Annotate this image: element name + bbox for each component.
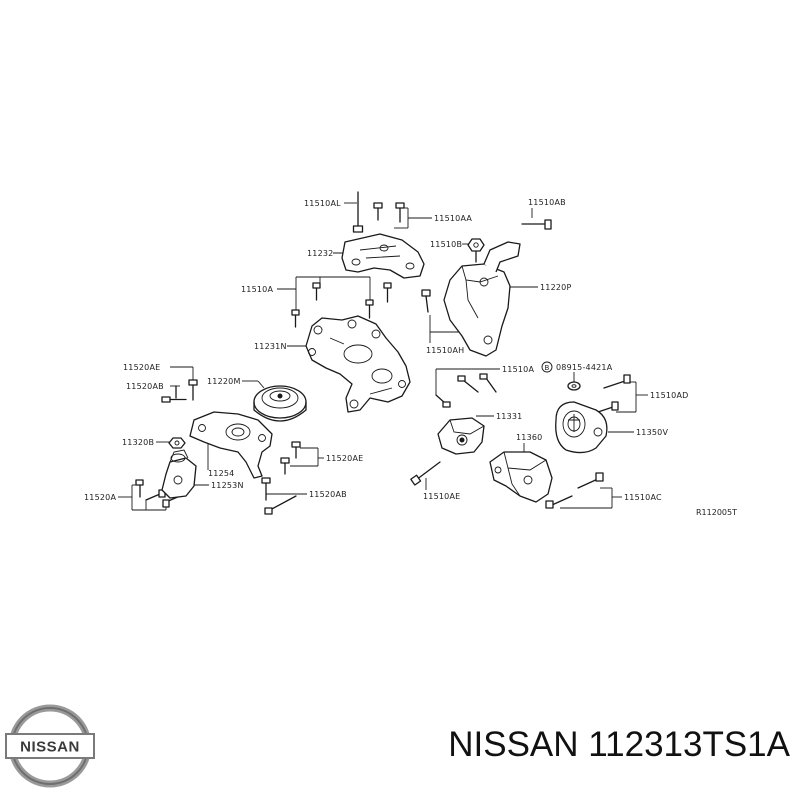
label-11510B: 11510B: [430, 240, 462, 249]
label-11254: 11254: [208, 469, 234, 478]
bolt-11520AE-top: [188, 379, 198, 401]
label-11253N: 11253N: [211, 481, 244, 490]
reference-code: R112005T: [696, 508, 737, 517]
label-11510AA: 11510AA: [434, 214, 472, 223]
label-11510AH: 11510AH: [426, 346, 464, 355]
bolt-11510AA-lower: [373, 202, 383, 221]
svg-text:B: B: [545, 364, 550, 372]
label-11320B: 11320B: [122, 438, 154, 447]
label-11520AE-low: 11520AE: [326, 454, 363, 463]
label-11510AE: 11510AE: [423, 492, 460, 501]
bolt-11520AE-low: [280, 441, 301, 475]
leader-lines: [118, 202, 648, 511]
label-11520AB-top: 11520AB: [126, 382, 164, 391]
nissan-logo: NISSAN: [5, 704, 95, 788]
logo-text: NISSAN: [20, 739, 80, 756]
mount-11331: [437, 417, 485, 455]
bracket-11254: [189, 411, 273, 479]
lower-mount-11253N: [161, 449, 197, 499]
bracket-11360: [489, 451, 553, 503]
label-11520AE-top: 11520AE: [123, 363, 160, 372]
label-11510AC: 11510AC: [624, 493, 662, 502]
brand-part-number: NISSAN 112313TS1A: [448, 725, 790, 764]
label-11510AL: 11510AL: [304, 199, 341, 208]
circle-b-marker: B: [541, 361, 553, 373]
round-mount-11220M: [253, 385, 307, 422]
torque-rod-11350V: [555, 401, 608, 454]
bolt-11320B: [168, 437, 186, 449]
bolt-11510AC: [545, 472, 604, 509]
bracket-11232: [341, 233, 425, 279]
bolt-11510AL: [352, 191, 364, 233]
label-11350V: 11350V: [636, 428, 668, 437]
bolt-11510AD: [597, 374, 631, 413]
label-11510A-mid: 11510A: [502, 365, 534, 374]
label-11232: 11232: [307, 249, 333, 258]
label-11510AB: 11510AB: [528, 198, 566, 207]
nut-11510B: [467, 238, 485, 252]
label-11220P: 11220P: [540, 283, 571, 292]
washer-08915-4421A: [567, 381, 581, 391]
label-08915-4421A: 08915-4421A: [556, 363, 613, 372]
bolt-11510AE: [410, 461, 441, 486]
engine-mount-11220P: [443, 241, 521, 357]
label-11520A: 11520A: [84, 493, 116, 502]
label-11331: 11331: [496, 412, 522, 421]
bolt-11510AB: [521, 219, 552, 230]
bolt-11510AA-upper: [395, 202, 405, 223]
bolt-11520AB-top: [161, 385, 187, 403]
bolt-11520AB-low: [261, 477, 297, 515]
bolt-left-group: [291, 282, 392, 328]
label-11360: 11360: [516, 433, 542, 442]
bolt-11510A-mid: [435, 373, 497, 408]
label-11510AD: 11510AD: [650, 391, 688, 400]
label-11520AB-low: 11520AB: [309, 490, 347, 499]
label-11510A-left: 11510A: [241, 285, 273, 294]
bracket-11231N: [305, 315, 411, 413]
label-11231N: 11231N: [254, 342, 287, 351]
label-11220M: 11220M: [207, 377, 241, 386]
